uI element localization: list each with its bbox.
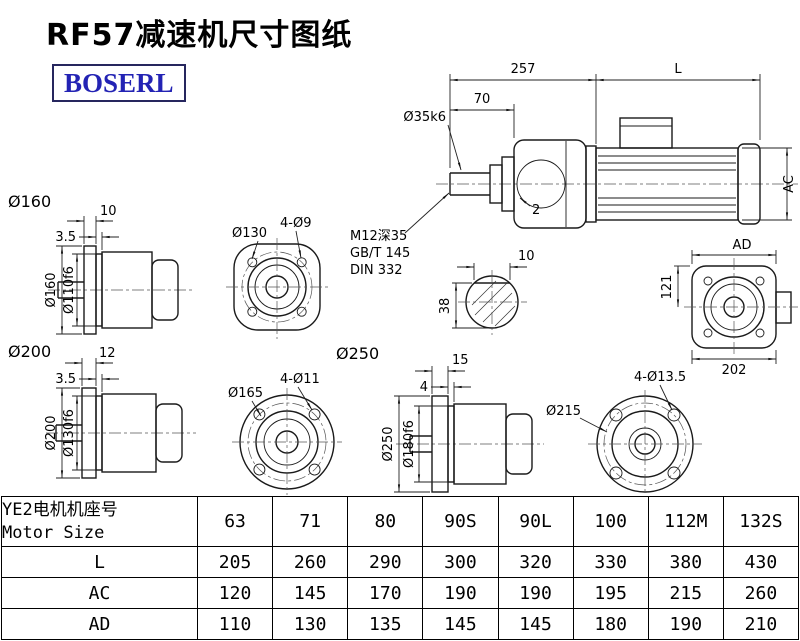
dim-flange160-thickness: 10 [100,204,117,219]
dim-flange250-outer-diameter: Ø250 [381,426,396,461]
dim-flange250-bolt-circle: Ø215 [546,404,581,419]
note-gb-standard: GB/T 145 [350,246,410,261]
dim-70: 70 [474,92,491,107]
value-cell: 170 [347,577,424,609]
frame-size-cell: 63 [196,496,274,547]
dim-flange250-pilot-diameter: Ø180f6 [402,420,417,468]
frame-size-cell: 71 [272,496,349,547]
dim-flange200-thickness: 12 [99,346,116,361]
flange-160-front-view: Ø130 4-Ø9 [226,216,329,339]
value-cell: 205 [196,546,274,578]
value-cell: 430 [722,546,800,578]
dim-key-width-10: 10 [518,249,535,264]
dim-202: 202 [722,363,747,378]
frame-size-cell: 90S [422,496,499,547]
dim-flange160-outer-diameter: Ø160 [44,272,59,307]
dim-flange160-pilot-diameter: Ø110f6 [62,266,77,314]
motor-size-header-cn: YE2电机机座号 [2,500,118,521]
motor-size-header-en: Motor Size [2,522,105,543]
dim-flange250-thickness: 15 [452,353,469,368]
main-assembly-view: 257 L 70 Ø35k6 AC 2 M12深35 GB/T 145 DIN … [350,62,798,278]
value-cell: 190 [497,577,574,609]
dim-257: 257 [511,62,536,77]
flange-160-side-view: Ø160 10 3.5 Ø160 Ø110f6 [8,192,192,335]
flange-200-side-view: Ø200 12 3.5 Ø200 Ø130f6 [8,342,196,479]
brand-logo: BOSERL [52,64,186,102]
dim-flange200-spigot-depth: 3.5 [55,372,76,387]
dim-flange160-bolt-circle: Ø130 [232,226,267,241]
dim-motor-length-L: L [674,62,682,77]
dim-flange250-spigot-depth: 4 [420,380,428,395]
value-cell: 145 [422,608,499,640]
value-cell: 130 [272,608,349,640]
value-cell: 215 [647,577,724,609]
note-tapped-hole: M12深35 [350,229,407,244]
drawing-canvas: 257 L 70 Ø35k6 AC 2 M12深35 GB/T 145 DIN … [8,62,798,495]
flange-200-label: Ø200 [8,342,51,361]
value-cell: 300 [422,546,499,578]
row-label: L [1,546,198,578]
value-cell: 330 [572,546,649,578]
motor-rear-view: AD 121 202 [660,238,798,378]
dim-flange160-spigot-depth: 3.5 [55,230,76,245]
dim-flange160-holes: 4-Ø9 [280,216,311,231]
dim-flange200-holes: 4-Ø11 [280,372,320,387]
dim-across-flat-38: 38 [438,298,453,315]
dim-flange200-pilot-diameter: Ø130f6 [62,409,77,457]
dimension-table: YE2电机机座号 Motor Size 63 71 80 90S 90L 100… [1,496,800,640]
row-label: AD [1,608,198,640]
dim-AC: AC [782,175,797,193]
value-cell: 135 [347,608,424,640]
value-cell: 180 [572,608,649,640]
flange-160-label: Ø160 [8,192,51,211]
value-cell: 195 [572,577,649,609]
value-cell: 145 [272,577,349,609]
frame-size-cell: 90L [497,496,574,547]
table-header-row: YE2电机机座号 Motor Size 63 71 80 90S 90L 100… [1,496,800,547]
dim-shaft-diameter: Ø35k6 [403,110,446,125]
value-cell: 190 [647,608,724,640]
value-cell: 110 [196,608,274,640]
value-cell: 190 [422,577,499,609]
dim-gap-2: 2 [532,203,540,218]
value-cell: 320 [497,546,574,578]
flange-250-front-view: 4-Ø13.5 Ø215 [546,370,702,495]
table-row-AC: AC 120 145 170 190 190 195 215 260 [1,577,800,609]
value-cell: 260 [722,577,800,609]
flange-250-label: Ø250 [336,344,379,363]
table-row-L: L 205 260 290 300 320 330 380 430 [1,546,800,578]
value-cell: 145 [497,608,574,640]
frame-size-cell: 100 [572,496,649,547]
dim-flange250-holes: 4-Ø13.5 [634,370,686,385]
note-din-standard: DIN 332 [350,263,403,278]
dim-flange200-bolt-circle: Ø165 [228,386,263,401]
shaft-section-view: 10 38 [438,249,535,335]
value-cell: 210 [722,608,800,640]
dim-AD: AD [733,238,752,253]
value-cell: 260 [272,546,349,578]
table-row-AD: AD 110 130 135 145 145 180 190 210 [1,608,800,640]
frame-size-cell: 112M [647,496,724,547]
motor-size-header: YE2电机机座号 Motor Size [1,496,198,547]
flange-200-front-view: Ø165 4-Ø11 [228,372,342,495]
frame-size-cell: 132S [722,496,800,547]
value-cell: 380 [647,546,724,578]
value-cell: 290 [347,546,424,578]
flange-250-side-view: 15 4 Ø250 Ø180f6 [381,353,544,493]
dim-121: 121 [660,275,675,300]
value-cell: 120 [196,577,274,609]
frame-size-cell: 80 [347,496,424,547]
dim-flange200-outer-diameter: Ø200 [44,415,59,450]
row-label: AC [1,577,198,609]
page-title: RF57减速机尺寸图纸 [46,18,353,53]
